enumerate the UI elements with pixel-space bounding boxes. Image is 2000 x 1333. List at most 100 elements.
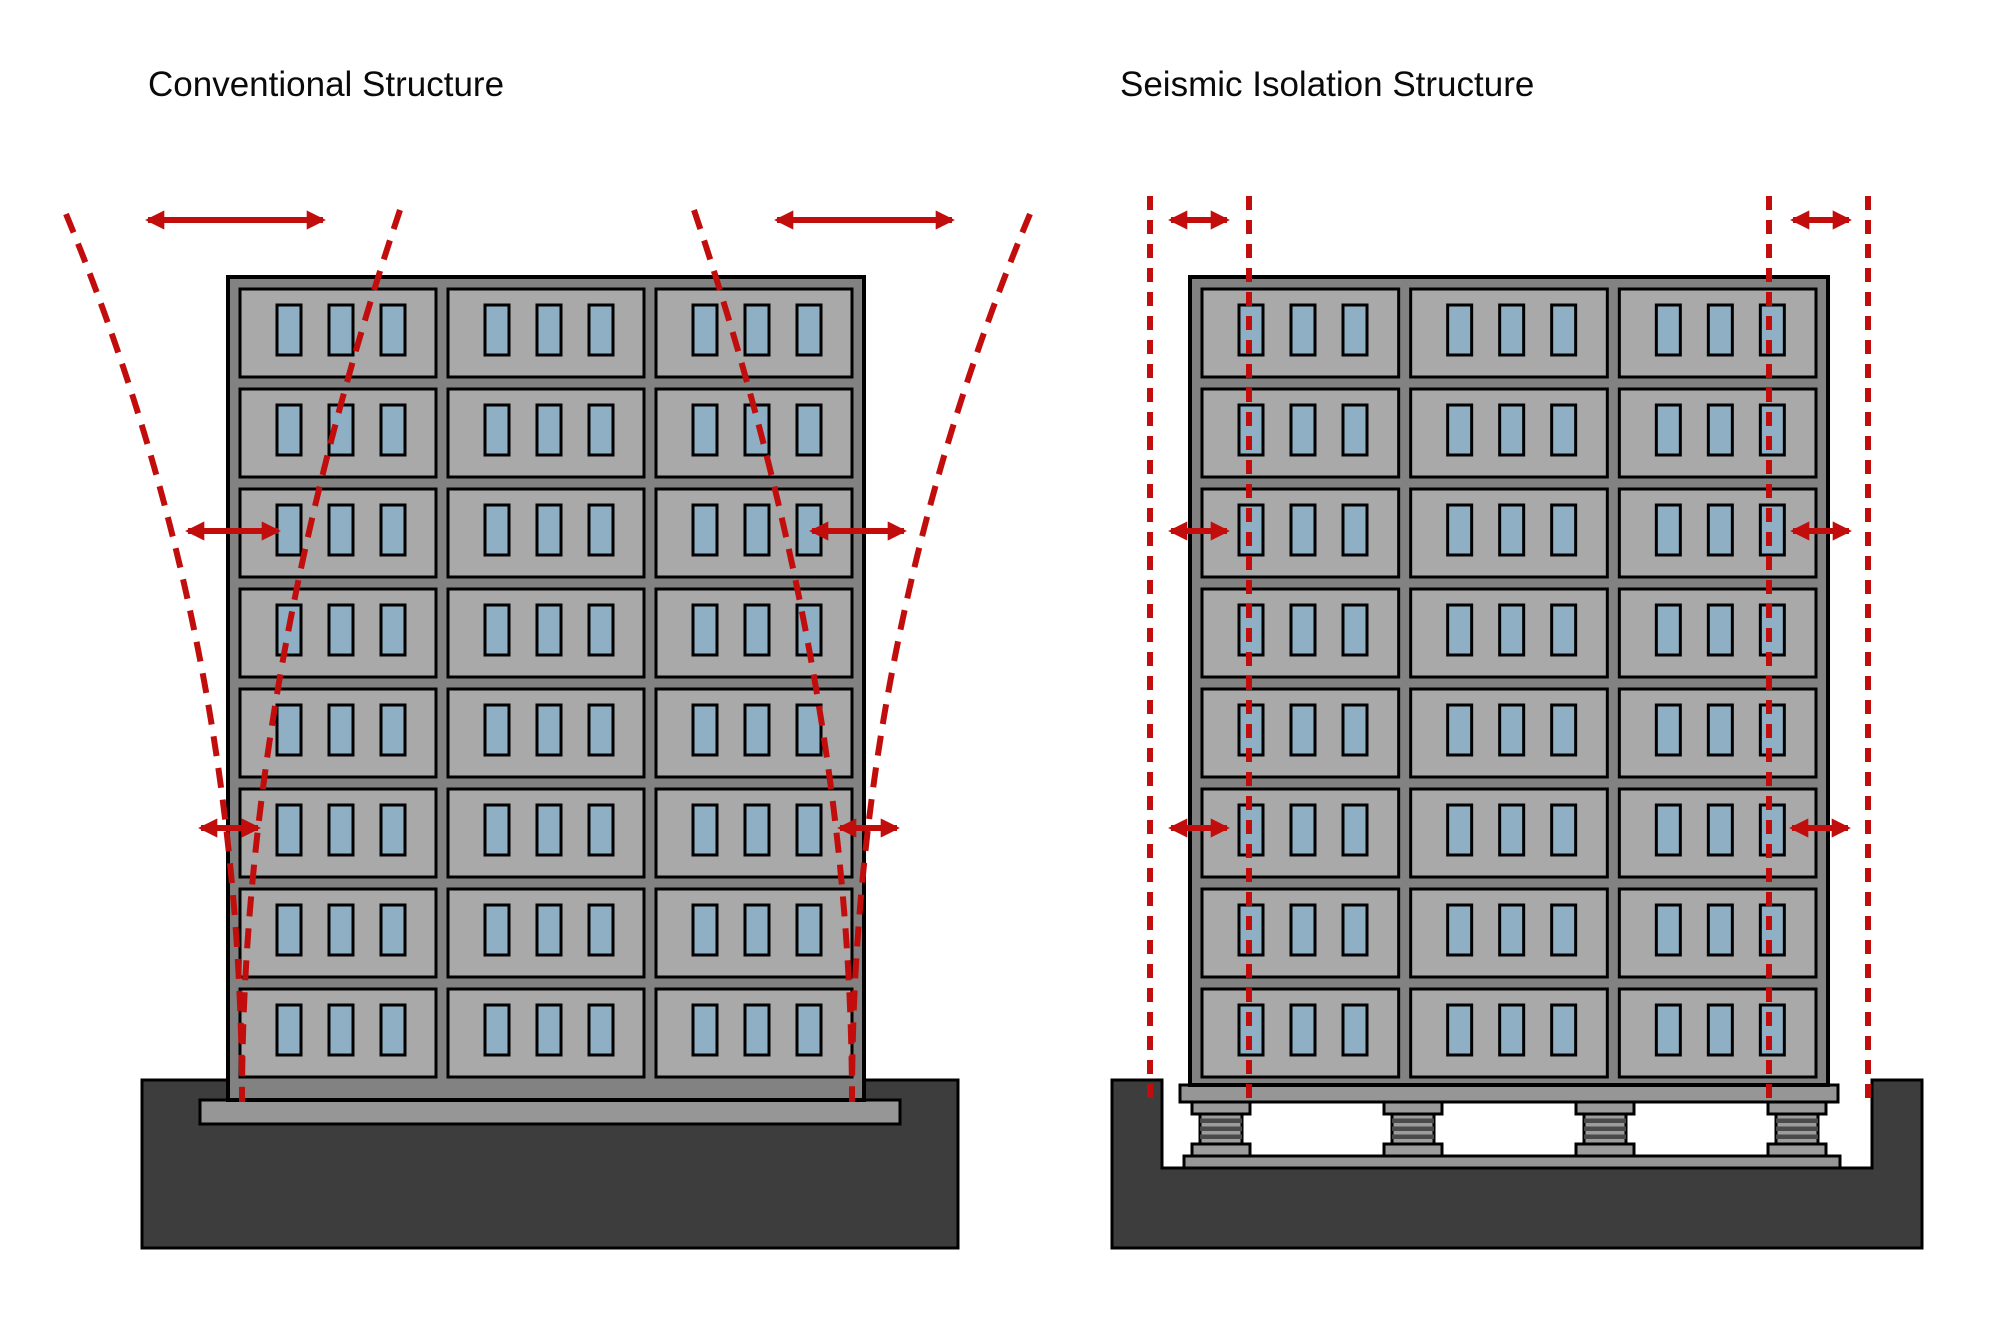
- window: [1758, 303, 1786, 357]
- window: [535, 303, 563, 357]
- window: [691, 903, 719, 957]
- window: [1550, 503, 1578, 557]
- seismic-isolation-structure-title: Seismic Isolation Structure: [1120, 65, 1534, 104]
- window: [1550, 703, 1578, 757]
- window: [1289, 503, 1317, 557]
- window: [587, 803, 615, 857]
- window: [743, 303, 771, 357]
- window: [795, 403, 823, 457]
- window: [1498, 403, 1526, 457]
- window: [483, 603, 511, 657]
- window: [1706, 603, 1734, 657]
- isolated-building: [1188, 275, 1830, 1087]
- isolator-rib: [1776, 1118, 1818, 1123]
- window: [379, 703, 407, 757]
- base-isolators: [1190, 1100, 1828, 1158]
- window: [1550, 903, 1578, 957]
- window: [1758, 1003, 1786, 1057]
- window: [743, 503, 771, 557]
- window: [327, 303, 355, 357]
- window: [379, 503, 407, 557]
- window: [1341, 403, 1369, 457]
- window: [1289, 703, 1317, 757]
- window: [379, 403, 407, 457]
- vertical-guide-lines: [1147, 196, 1871, 1104]
- isolator-rib: [1392, 1118, 1434, 1123]
- isolator-rib: [1584, 1126, 1626, 1131]
- window: [1289, 1003, 1317, 1057]
- window: [535, 803, 563, 857]
- window: [1289, 303, 1317, 357]
- window: [483, 303, 511, 357]
- deflection-line: [691, 209, 855, 1103]
- window: [691, 503, 719, 557]
- window: [1446, 603, 1474, 657]
- window: [743, 703, 771, 757]
- window: [1706, 403, 1734, 457]
- window: [1654, 503, 1682, 557]
- window: [1654, 703, 1682, 757]
- isolator-rib: [1776, 1126, 1818, 1131]
- isolator-bottom-cap: [1382, 1142, 1444, 1158]
- window: [1654, 903, 1682, 957]
- window: [1654, 603, 1682, 657]
- conventional-motion-arrows: [145, 210, 955, 838]
- window: [587, 303, 615, 357]
- window: [1550, 303, 1578, 357]
- window: [691, 603, 719, 657]
- window: [327, 1003, 355, 1057]
- isolator-rib: [1200, 1118, 1242, 1123]
- isolator-top-cap: [1190, 1100, 1252, 1116]
- window: [483, 903, 511, 957]
- window: [743, 803, 771, 857]
- window: [587, 703, 615, 757]
- window: [327, 803, 355, 857]
- window: [1498, 1003, 1526, 1057]
- window: [275, 303, 303, 357]
- window: [1446, 403, 1474, 457]
- window: [1237, 503, 1265, 557]
- isolator-rib: [1584, 1134, 1626, 1139]
- window: [483, 703, 511, 757]
- window: [1550, 803, 1578, 857]
- window: [1550, 603, 1578, 657]
- window: [1446, 803, 1474, 857]
- window: [535, 403, 563, 457]
- window: [1341, 903, 1369, 957]
- window: [1341, 703, 1369, 757]
- window: [795, 703, 823, 757]
- window: [743, 603, 771, 657]
- window: [1446, 1003, 1474, 1057]
- window: [535, 703, 563, 757]
- isolator-rib: [1584, 1118, 1626, 1123]
- window: [1706, 703, 1734, 757]
- window: [1706, 803, 1734, 857]
- isolation-lower-slab: [1182, 1154, 1842, 1170]
- window: [1706, 503, 1734, 557]
- window: [691, 803, 719, 857]
- window: [1758, 903, 1786, 957]
- window: [379, 603, 407, 657]
- window: [1654, 803, 1682, 857]
- window: [587, 403, 615, 457]
- window: [1498, 903, 1526, 957]
- window: [1341, 603, 1369, 657]
- seismic-isolation-structure-diagram: Seismic Isolation Structure: [1110, 65, 1924, 1250]
- isolator-top-cap: [1766, 1100, 1828, 1116]
- window: [1706, 903, 1734, 957]
- window: [1654, 1003, 1682, 1057]
- isolator-rib: [1392, 1126, 1434, 1131]
- window: [1341, 303, 1369, 357]
- window: [275, 403, 303, 457]
- window: [327, 603, 355, 657]
- window: [587, 1003, 615, 1057]
- window: [1446, 703, 1474, 757]
- window: [1498, 803, 1526, 857]
- window: [1341, 803, 1369, 857]
- deflection-line: [239, 209, 403, 1103]
- window: [1498, 303, 1526, 357]
- window: [275, 503, 303, 557]
- deflection-line: [63, 212, 245, 1103]
